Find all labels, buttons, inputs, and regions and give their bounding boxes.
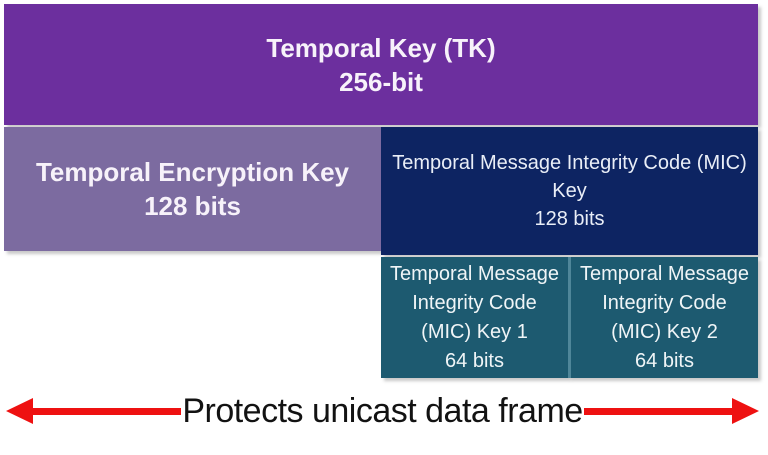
temporal-key-title: Temporal Key (TK) <box>266 32 496 63</box>
mic-key2-title-line2: Integrity Code <box>602 291 727 314</box>
temporal-key-box: Temporal Key (TK) 256-bit <box>4 4 758 125</box>
mic-key2-box: Temporal Message Integrity Code (MIC) Ke… <box>568 257 758 378</box>
mic-key-size: 128 bits <box>534 208 605 230</box>
protects-unicast-arrow: Protects unicast data frame <box>6 388 759 434</box>
mic-key1-title-line3: (MIC) Key 1 <box>421 320 528 343</box>
mic-key2-title-line1: Temporal Message <box>580 262 749 285</box>
mic-key2-title-line3: (MIC) Key 2 <box>611 320 718 343</box>
temporal-encryption-key-box: Temporal Encryption Key 128 bits <box>4 127 381 251</box>
mic-key1-title-line2: Integrity Code <box>412 291 537 314</box>
mic-key-title-line2: Key <box>552 180 587 202</box>
mic-key-box: Temporal Message Integrity Code (MIC) Ke… <box>381 127 758 255</box>
mic-key2-size: 64 bits <box>635 349 694 372</box>
arrow-left-line <box>33 407 182 415</box>
arrow-right-head-icon <box>732 398 759 424</box>
arrow-label: Protects unicast data frame <box>182 392 583 430</box>
temporal-encryption-key-title: Temporal Encryption Key <box>35 157 350 187</box>
mic-key1-title-line1: Temporal Message <box>390 262 559 285</box>
mic-key1-size: 64 bits <box>445 349 504 372</box>
temporal-encryption-key-size: 128 bits <box>144 191 241 221</box>
arrow-left-head-icon <box>6 398 33 424</box>
temporal-key-size: 256-bit <box>339 66 423 97</box>
mic-key-title-line1: Temporal Message Integrity Code (MIC) <box>392 152 747 174</box>
arrow-right-line <box>583 407 732 415</box>
mic-key1-box: Temporal Message Integrity Code (MIC) Ke… <box>381 257 568 378</box>
